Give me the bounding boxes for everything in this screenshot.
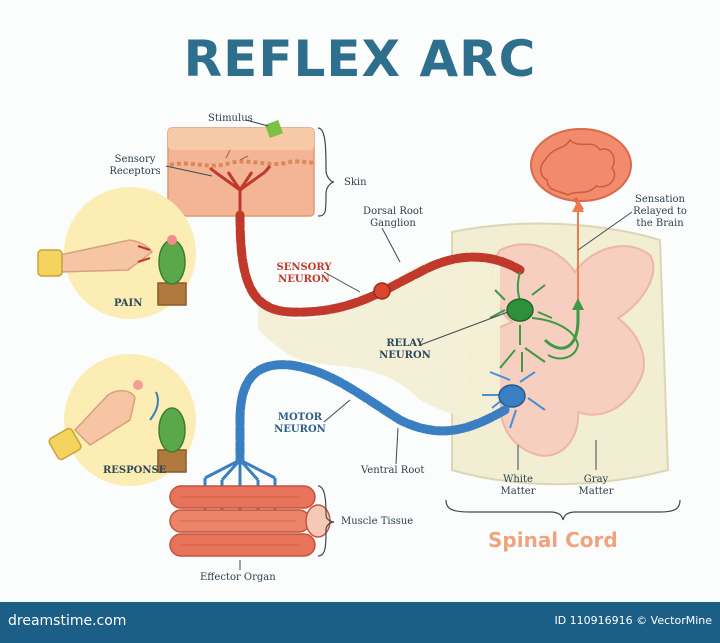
label-muscle-tissue: Muscle Tissue (341, 516, 414, 527)
muscle-tissue-illustration (169, 485, 331, 557)
label-sensory-receptors: Sensory Receptors (109, 154, 161, 177)
skin-brace (317, 127, 335, 217)
diagram-title: REFLEX ARC (183, 30, 537, 88)
dorsal-root-ganglion-cell (373, 282, 391, 300)
label-dorsal-root-ganglion: Dorsal Root Ganglion (363, 206, 423, 229)
label-relay-neuron: RELAY NEURON (379, 338, 431, 361)
skin-section (167, 120, 315, 217)
footer-stock-id: ID 110916916 © VectorMine (554, 614, 712, 627)
label-stimulus: Stimulus (208, 113, 253, 124)
leader-lines (165, 119, 633, 570)
relay-neuron-cell (489, 271, 580, 372)
label-pain: PAIN (114, 298, 143, 309)
label-white-matter: White Matter (500, 474, 536, 497)
label-skin: Skin (344, 177, 367, 188)
footer-brand[interactable]: dreamstime.com (8, 613, 127, 629)
motor-neuron-cell (482, 371, 546, 429)
muscle-brace (317, 485, 335, 557)
label-response: RESPONSE (103, 465, 167, 476)
label-spinal-cord: Spinal Cord (488, 528, 618, 552)
label-motor-neuron: MOTOR NEURON (274, 412, 326, 435)
brain-illustration (530, 128, 632, 212)
label-sensory-neuron: SENSORY NEURON (276, 262, 332, 285)
pain-scene (37, 187, 196, 319)
response-scene (48, 354, 196, 486)
ascending-tract (543, 305, 580, 350)
sensory-receptor-branches (209, 165, 272, 215)
sensory-neuron-axon (235, 210, 525, 317)
motor-neuron-axon (235, 360, 510, 465)
label-sensation-relayed: Sensation Relayed to the Brain (633, 194, 687, 229)
label-effector-organ: Effector Organ (200, 572, 276, 583)
footer-bar (0, 602, 720, 643)
label-gray-matter: Gray Matter (578, 474, 614, 497)
nerve-sheath (258, 255, 500, 420)
label-ventral-root: Ventral Root (361, 465, 425, 476)
spinal-cord-brace (445, 499, 681, 521)
